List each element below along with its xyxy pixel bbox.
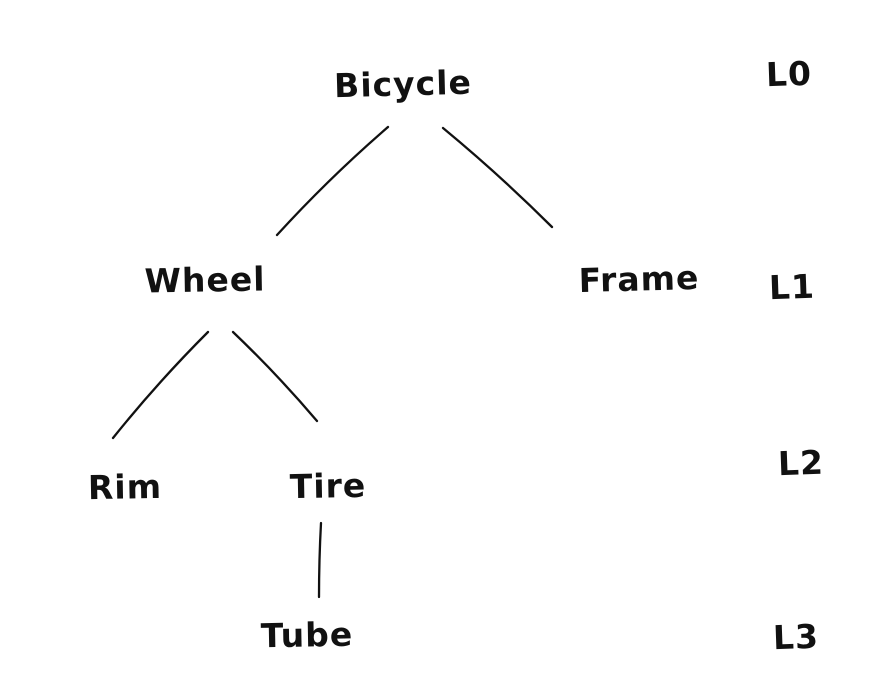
level-label-l0: L0: [765, 53, 813, 95]
level-label-l2: L2: [777, 442, 825, 484]
edge-bicycle-frame: [441, 126, 554, 229]
node-rim: Rim: [87, 466, 163, 508]
edge-wheel-rim: [111, 330, 210, 440]
edge-wheel-tire: [231, 330, 319, 423]
edge-bicycle-wheel: [275, 125, 390, 237]
node-tire: Tire: [289, 465, 367, 507]
node-tube: Tube: [260, 614, 354, 656]
level-label-l1: L1: [768, 266, 816, 308]
node-bicycle: Bicycle: [333, 62, 473, 106]
node-frame: Frame: [578, 257, 700, 301]
edge-tire-tube: [317, 521, 323, 599]
level-label-l3: L3: [772, 616, 820, 658]
node-wheel: Wheel: [144, 259, 266, 301]
